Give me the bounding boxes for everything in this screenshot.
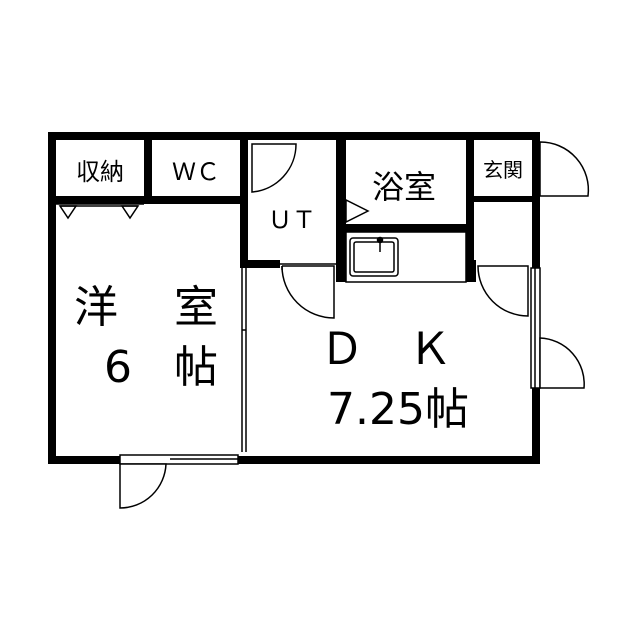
walls — [48, 132, 540, 464]
entrance-bottom-wall — [466, 196, 540, 202]
outer-wall-bottom-right — [238, 456, 540, 464]
wc-label: ＷＣ — [172, 158, 220, 186]
closet-wc-divider — [144, 132, 152, 204]
bath-entrance-divider — [466, 132, 474, 282]
closet-label: 収納 — [76, 158, 124, 186]
outer-wall-right-lower — [532, 388, 540, 464]
western-room-size-1: 6 — [104, 342, 132, 393]
ut-bath-divider — [336, 132, 346, 282]
doors — [119, 141, 590, 509]
partitions — [56, 203, 541, 465]
kitchen-counter — [345, 231, 467, 283]
western-room-size-2: 帖 — [174, 342, 218, 393]
outer-wall-top — [48, 132, 540, 140]
right-door-swing — [539, 337, 585, 389]
sink — [349, 236, 399, 277]
washer-marker-icon — [345, 198, 370, 224]
closet-right-stub — [466, 260, 476, 282]
western-right-wall-upper — [240, 196, 248, 268]
western-room-name-2: 室 — [174, 282, 218, 333]
bath-bottom-wall — [336, 224, 474, 232]
triangle-icon — [120, 205, 140, 220]
wc-door-swing — [251, 143, 297, 193]
ut-door-swing — [281, 265, 335, 319]
dk-size-label: 7.25帖 — [327, 384, 469, 435]
storage-door-swing — [477, 265, 529, 317]
bath-label: 浴室 — [372, 168, 436, 206]
entrance-door-swing — [539, 141, 590, 197]
ut-label: ＵＴ — [268, 206, 316, 234]
wc-right-wall — [240, 132, 248, 204]
bottom-door-swing — [119, 463, 167, 509]
ut-bottom-wall-left — [248, 260, 280, 268]
outer-wall-bottom-left — [48, 456, 120, 464]
entrance-label: 玄関 — [483, 158, 523, 182]
dk-label: Ｄ Ｋ — [320, 324, 452, 375]
closet-markers — [58, 205, 140, 220]
triangle-icon — [58, 205, 78, 220]
outer-wall-left — [48, 132, 56, 464]
western-room-name-1: 洋 — [74, 282, 118, 333]
room-labels: 収納 ＷＣ ＵＴ 浴室 玄関 洋 室 6 帖 Ｄ Ｋ 7.25帖 — [74, 158, 523, 435]
